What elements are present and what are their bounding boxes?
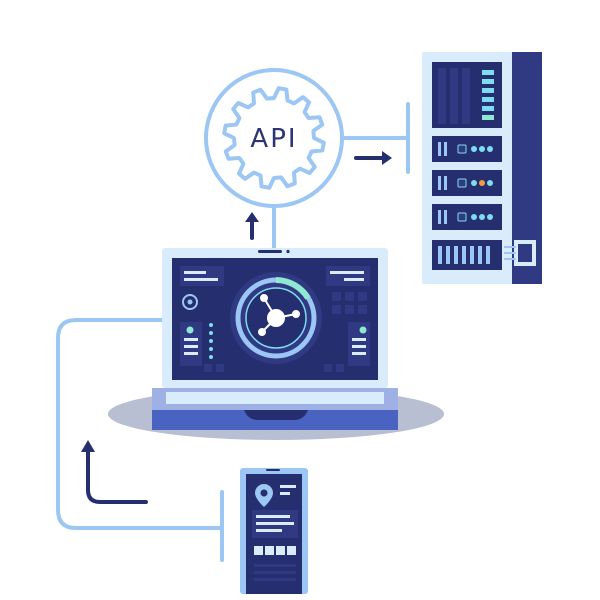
arrows [81, 151, 392, 504]
server-drive-2 [432, 170, 502, 196]
laptop-phone-connector [56, 318, 224, 530]
dashboard-left-panel [180, 266, 224, 372]
server-drive-3 [432, 204, 502, 230]
api-node: API [204, 68, 344, 208]
connector-lines [56, 102, 410, 562]
api-label: API [250, 124, 297, 154]
laptop-camera-notch [258, 250, 282, 253]
target-icon [182, 294, 198, 310]
server-status-leds [482, 70, 494, 120]
gear-outline [222, 86, 326, 190]
network-hub-icon [258, 294, 300, 336]
server-vent-unit [432, 240, 502, 270]
dashboard-center-gauge [230, 272, 322, 364]
arrow-right-icon [354, 151, 392, 165]
location-pin-icon [255, 484, 273, 507]
laptop-trackpad-notch [244, 410, 308, 420]
mobile-phone [240, 468, 308, 594]
phone-tiles [254, 546, 296, 555]
laptop-deck [166, 392, 384, 404]
curved-arrow-up-icon [81, 440, 148, 504]
dashboard-right-panel [324, 266, 370, 372]
server-port [504, 240, 536, 266]
server-rack [422, 52, 542, 284]
server-drive-1 [432, 136, 502, 162]
arrow-up-icon [245, 212, 259, 240]
gear-icon [222, 86, 326, 190]
laptop [108, 248, 444, 440]
